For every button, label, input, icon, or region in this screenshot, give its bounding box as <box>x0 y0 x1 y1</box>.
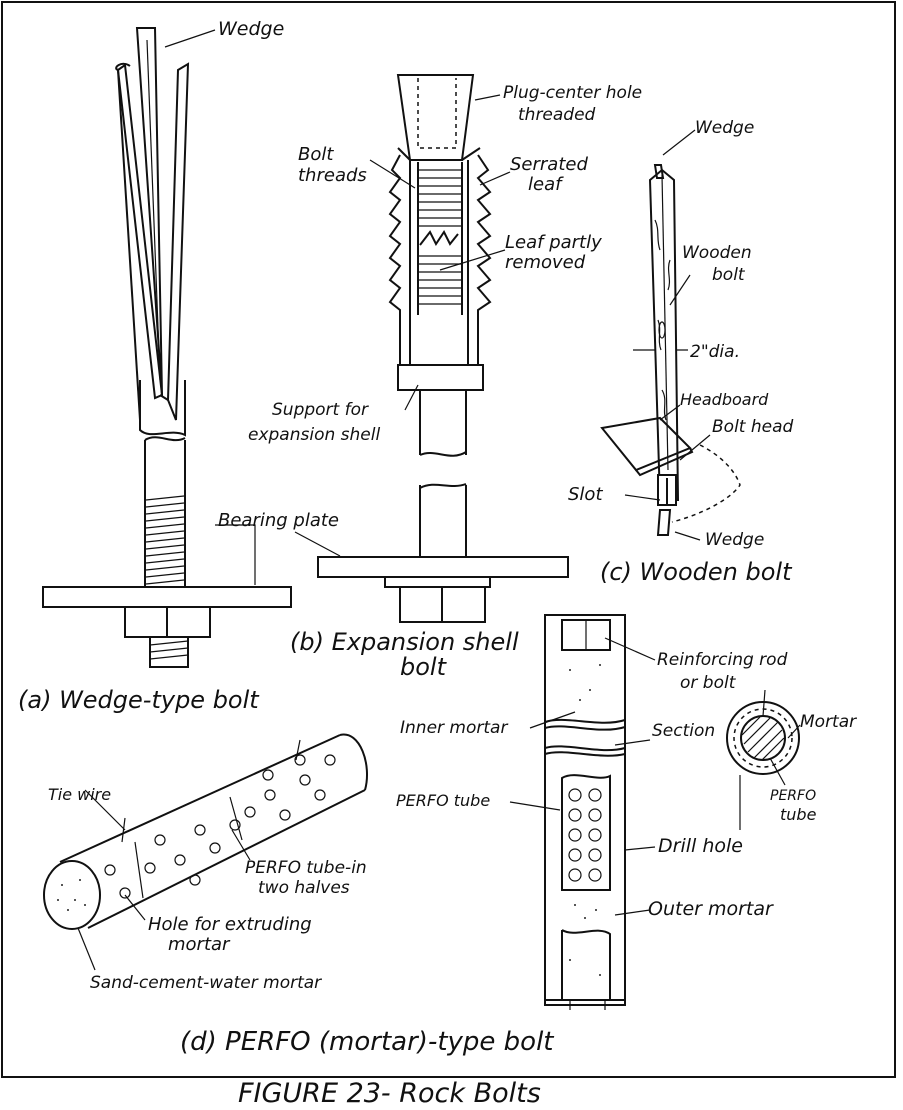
perfo-tube-halves: Tie wire PERFO tube-in two halves Hole f… <box>43 733 369 993</box>
rod-half-left <box>116 63 164 400</box>
label-plug-2: threaded <box>518 105 596 125</box>
label-reinforcing-1: Reinforcing rod <box>657 650 788 670</box>
caption-b-1: (b) Expansion shell <box>290 628 519 656</box>
label-bolt-threads-1: Bolt <box>298 144 334 165</box>
panel-c-wooden-bolt: Wedge Wooden bolt 2"dia. Headboard Bolt … <box>568 118 794 586</box>
rod-half-right <box>166 62 190 421</box>
label-hole-2: mortar <box>168 934 231 955</box>
bolt-threads-b <box>418 169 462 305</box>
caption-a: (a) Wedge-type bolt <box>18 686 260 714</box>
label-perfo-halves-1: PERFO tube-in <box>245 858 367 878</box>
caption-b-2: bolt <box>400 653 448 681</box>
leader-bearing-plate <box>215 524 256 585</box>
label-perfo-right-2: tube <box>780 805 817 824</box>
panel-a-wedge-bolt: Wedge Bearing plate (a) Wedge-type bolt <box>18 18 341 714</box>
label-support-1: Support for <box>272 400 369 420</box>
wedge-bottom <box>656 509 672 536</box>
label-serrated-2: leaf <box>528 174 564 195</box>
label-serrated-1: Serrated <box>510 154 588 175</box>
tube-holes <box>104 754 336 899</box>
label-tie-wire: Tie wire <box>48 785 111 804</box>
leaf-removed-jag <box>419 230 459 246</box>
cross-section: Mortar PERFO tube <box>726 689 857 830</box>
label-bolt-head: Bolt head <box>712 417 794 437</box>
panel-b-expansion-shell: Plug-center hole threaded Bolt threads S… <box>248 74 642 681</box>
wedge-piece <box>135 27 163 396</box>
section-tube-holes <box>568 788 602 882</box>
panel-d-perfo-bolt: Tie wire PERFO tube-in two halves Hole f… <box>43 614 857 1057</box>
label-mortar: Mortar <box>800 712 857 732</box>
caption-d: (d) PERFO (mortar)-type bolt <box>180 1027 554 1057</box>
label-reinforcing-2: or bolt <box>680 673 737 693</box>
plug <box>396 74 475 161</box>
label-wedge-top: Wedge <box>695 118 754 138</box>
label-plug-1: Plug-center hole <box>503 83 642 103</box>
label-perfo-halves-2: two halves <box>258 878 350 898</box>
caption-c: (c) Wooden bolt <box>600 558 793 586</box>
label-leaf-2: removed <box>505 252 586 273</box>
label-wooden-2: bolt <box>712 265 746 285</box>
label-outer-mortar: Outer mortar <box>648 898 774 920</box>
drill-hole-section: Reinforcing rod or bolt Inner mortar Sec… <box>396 614 788 1010</box>
rod-threads <box>145 495 185 585</box>
wooden-bolt-body <box>648 168 680 501</box>
label-perfo-right-1: PERFO <box>770 788 816 804</box>
figure-frame <box>1 1 896 1078</box>
bearing-plate-a <box>42 586 292 608</box>
label-wooden-1: Wooden <box>682 243 752 263</box>
serrated-shell-left <box>388 154 402 365</box>
label-slot: Slot <box>568 484 603 505</box>
label-diameter: 2"dia. <box>690 342 740 362</box>
lower-rod <box>144 440 186 595</box>
label-bolt-threads-2: threads <box>298 165 367 186</box>
label-wedge-bottom: Wedge <box>705 530 764 550</box>
label-headboard: Headboard <box>680 390 769 409</box>
label-support-2: expansion shell <box>248 425 380 445</box>
tube-end-mortar <box>43 860 101 930</box>
rod-hatch <box>741 716 785 761</box>
figure-caption: FIGURE 23- Rock Bolts <box>238 1078 541 1109</box>
label-sand-cement: Sand-cement-water mortar <box>90 973 322 993</box>
label-inner-mortar: Inner mortar <box>400 718 508 738</box>
label-wedge: Wedge <box>218 18 284 40</box>
serrated-shell-right <box>476 154 492 365</box>
label-bearing-plate: Bearing plate <box>218 510 339 531</box>
label-hole-1: Hole for extruding <box>148 914 312 935</box>
label-perfo-tube: PERFO tube <box>396 791 490 810</box>
leader-wedge <box>164 29 216 48</box>
support-collar <box>397 364 484 391</box>
label-leaf-1: Leaf partly <box>505 232 602 253</box>
bearing-plate-b <box>317 556 569 578</box>
label-section: Section <box>652 721 715 741</box>
label-drill-hole: Drill hole <box>658 835 743 857</box>
